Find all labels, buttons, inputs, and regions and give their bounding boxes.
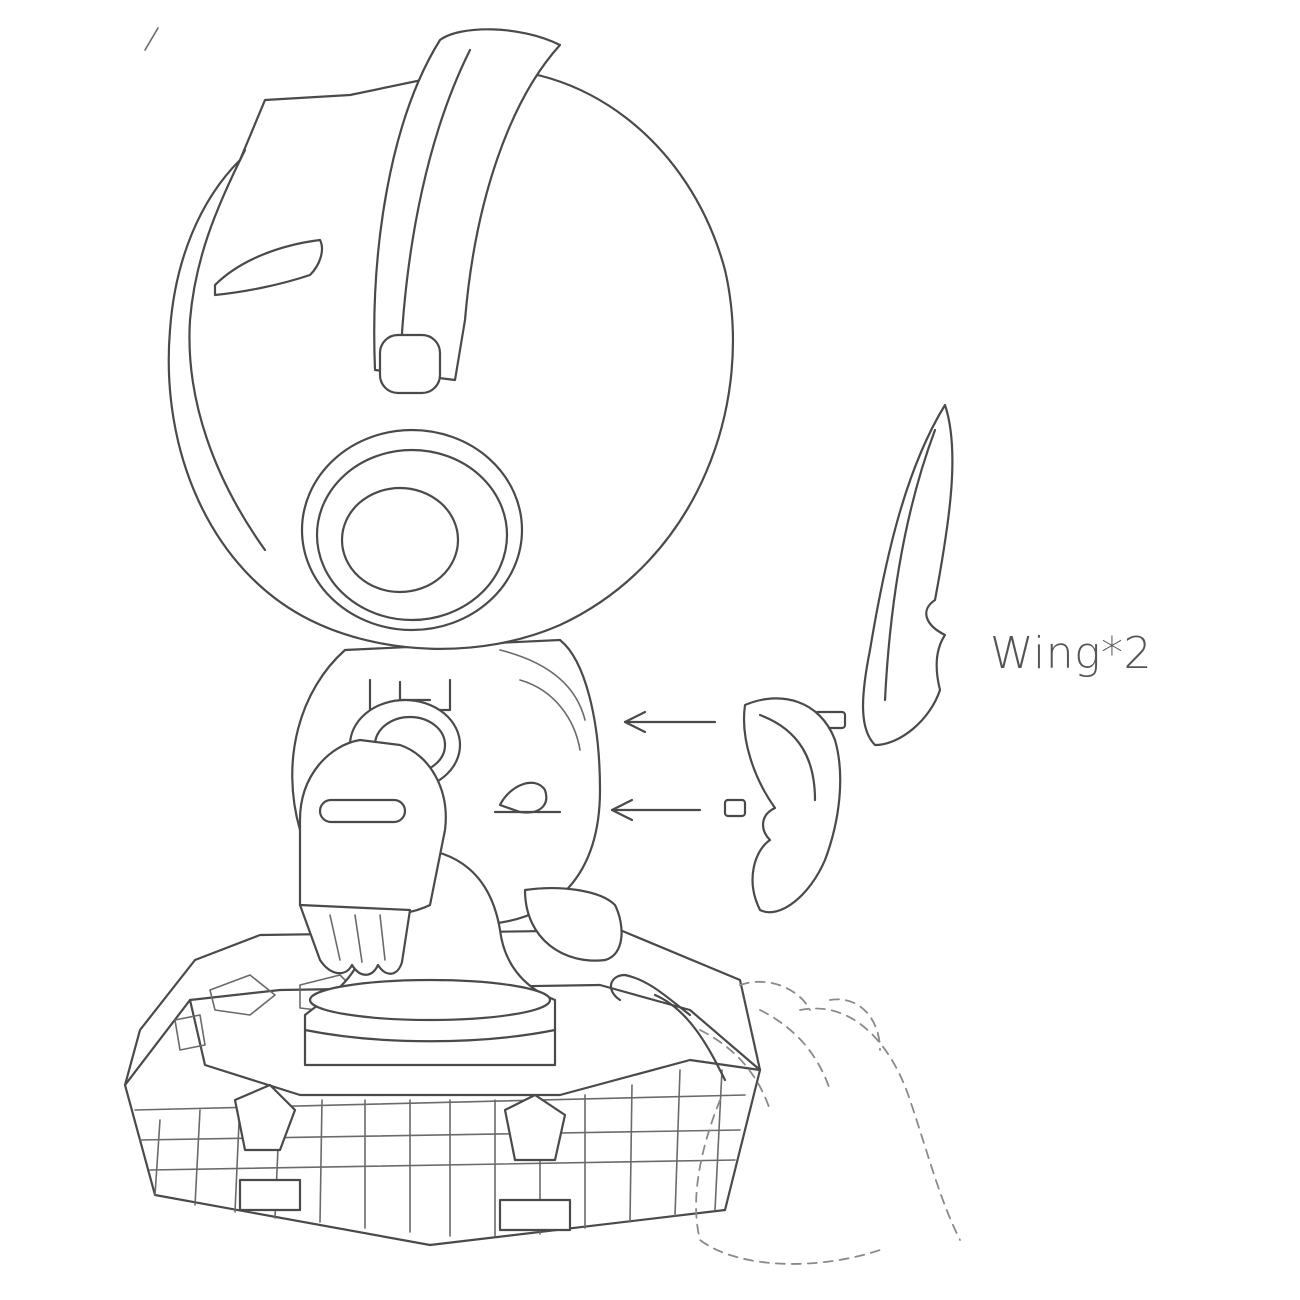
- insert-arrows: [610, 710, 717, 822]
- base-platform: [123, 928, 762, 1247]
- robot-headphones: [300, 28, 562, 632]
- wing-count-label: Wing*2: [990, 628, 1153, 679]
- robot-arm: [298, 698, 462, 976]
- wing-lower: [723, 697, 842, 914]
- wing-upper: [813, 403, 954, 747]
- pressing-hand: [609, 973, 961, 1265]
- stray-mark: [144, 27, 159, 51]
- robot-legs: [303, 847, 623, 1067]
